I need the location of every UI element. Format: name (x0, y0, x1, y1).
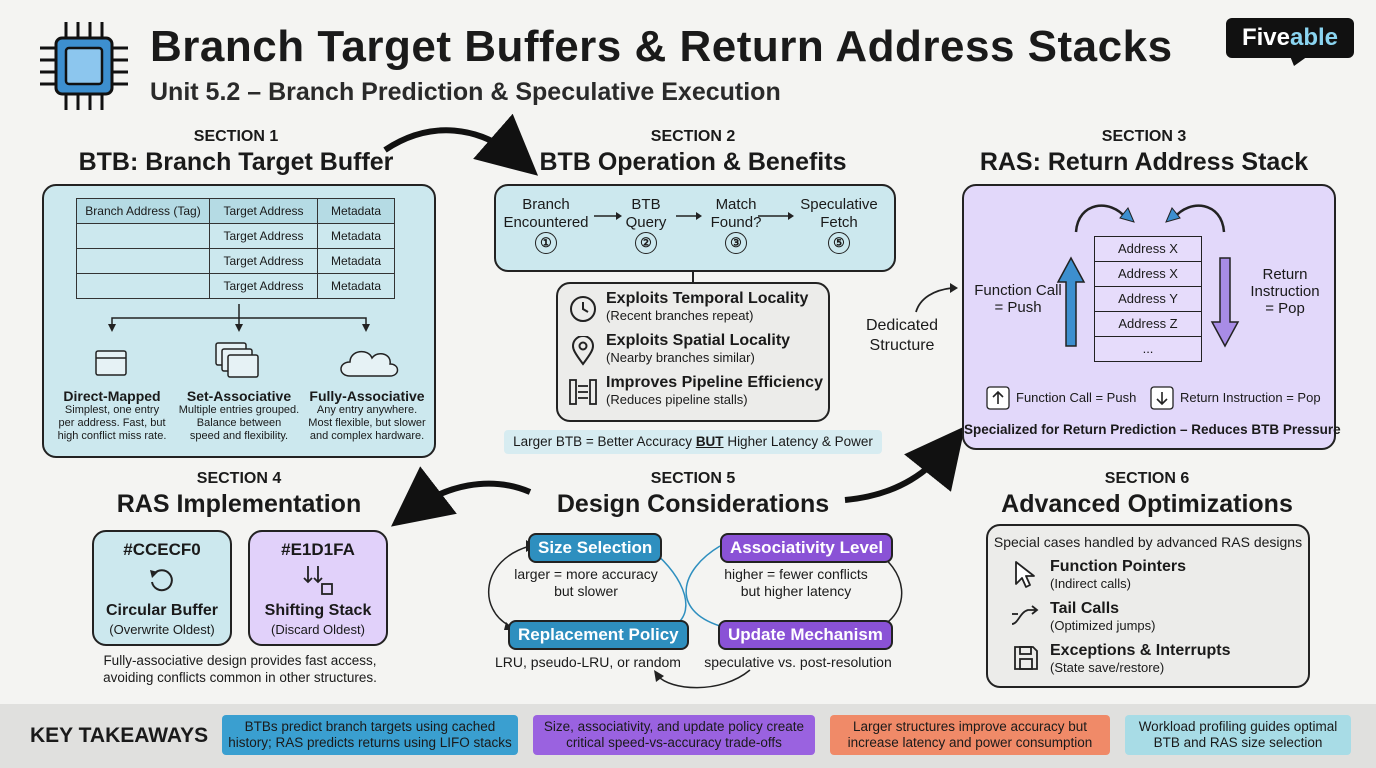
shifting-stack-card: #E1D1FA Shifting Stack (Discard Oldest) (248, 530, 388, 646)
circular-arrows-icon (150, 569, 173, 592)
btb-panel: Branch Address (Tag) Target Address Meta… (42, 184, 436, 458)
update-mechanism-desc: speculative vs. post-resolution (704, 654, 892, 670)
opt-function-pointers: Function Pointers (Indirect calls) (1050, 558, 1186, 591)
clock-icon (570, 296, 596, 322)
dedicated-arrow (915, 283, 958, 313)
pop-legend-icon (1150, 386, 1174, 410)
associativity-level-tag: Associativity Level (720, 533, 894, 563)
benefits-panel: Exploits Temporal Locality (Recent branc… (556, 282, 830, 422)
stack-entry: Address X (1094, 262, 1202, 287)
pipeline-icon (569, 379, 597, 405)
shift-stack-icon (303, 566, 333, 595)
logo-tail-icon (1290, 56, 1308, 66)
flow-arrows-small (594, 212, 794, 220)
location-pin-icon (571, 336, 595, 366)
section3-title: RAS: Return Address Stack (979, 148, 1309, 176)
section2-title: BTB Operation & Benefits (539, 148, 847, 176)
section5-label: SECTION 5 (650, 470, 736, 487)
circular-buffer-card: #CCECF0 Circular Buffer (Overwrite Oldes… (92, 530, 232, 646)
opt-exceptions: Exceptions & Interrupts (State save/rest… (1050, 642, 1231, 675)
section1-title: BTB: Branch Target Buffer (78, 148, 394, 176)
benefit-temporal: Exploits Temporal Locality (Recent branc… (606, 290, 809, 323)
pop-arrow-icon (1210, 257, 1240, 348)
btb-table-header: Branch Address (Tag) Target Address Meta… (76, 198, 395, 224)
stack-entry: Address X (1094, 237, 1202, 262)
optimizations-intro: Special cases handled by advanced RAS de… (993, 534, 1303, 550)
page-title: Branch Target Buffers & Return Address S… (150, 22, 1173, 71)
btb-branch-connectors (108, 304, 370, 332)
section5-title: Design Considerations (556, 490, 830, 518)
type-fully-associative: Fully-Associative Any entry anywhere. Mo… (308, 388, 426, 442)
stack-cycle-arrows (1074, 204, 1226, 233)
ras-stack: Address X Address X Address Y Address Z … (1094, 236, 1202, 362)
ras-implementation-note: Fully-associative design provides fast a… (103, 653, 377, 685)
section6-title: Advanced Optimizations (1001, 490, 1293, 518)
flow-connector-line (692, 270, 694, 282)
tail-call-icon (1011, 605, 1039, 625)
section2-label: SECTION 2 (650, 128, 736, 145)
replacement-policy-tag: Replacement Policy (508, 620, 689, 650)
section6-label: SECTION 6 (1104, 470, 1190, 487)
takeaway-2: Size, associativity, and update policy c… (533, 715, 815, 755)
optimizations-panel: Special cases handled by advanced RAS de… (986, 524, 1310, 688)
type-direct-mapped: Direct-Mapped Simplest, one entry per ad… (57, 388, 167, 442)
ras-footer: Specialized for Return Prediction – Redu… (964, 422, 1341, 437)
benefit-pipeline: Improves Pipeline Efficiency (Reduces pi… (606, 374, 823, 407)
btb-table: Branch Address (Tag) Target Address Meta… (76, 198, 395, 299)
push-legend-label: Function Call = Push (1016, 390, 1137, 405)
ras-panel: Address X Address X Address Y Address Z … (962, 184, 1341, 450)
stack-entry: Address Y (1094, 287, 1202, 312)
cloud-icon (340, 350, 399, 377)
push-arrow-icon (1056, 256, 1086, 347)
cpu-chip-icon (40, 22, 128, 110)
section4-title: RAS Implementation (116, 490, 362, 518)
opt-tail-calls: Tail Calls (Optimized jumps) (1050, 600, 1156, 633)
takeaways-label: KEY TAKEAWAYS (30, 724, 209, 747)
replacement-policy-desc: LRU, pseudo-LRU, or random (495, 654, 681, 670)
pop-legend-label: Return Instruction = Pop (1180, 390, 1321, 405)
benefit-spatial: Exploits Spatial Locality (Nearby branch… (606, 332, 791, 365)
set-associative-icon (215, 342, 259, 378)
takeaway-1: BTBs predict branch targets using cached… (222, 715, 518, 755)
type-set-associative: Set-Associative Multiple entries grouped… (178, 388, 300, 442)
size-selection-tag: Size Selection (528, 533, 663, 563)
btb-size-note: Larger BTB = Better Accuracy BUT Higher … (504, 430, 882, 454)
function-call-push-label: Function Call= Push (974, 282, 1062, 316)
push-legend-icon (986, 386, 1010, 410)
page-subtitle: Unit 5.2 – Branch Prediction & Speculati… (150, 78, 781, 106)
stack-entry: ... (1094, 337, 1202, 362)
section4-label: SECTION 4 (196, 470, 282, 487)
direct-mapped-icon (95, 350, 127, 376)
cursor-pointer-icon (1015, 561, 1035, 588)
stack-entry: Address Z (1094, 312, 1202, 337)
section1-label: SECTION 1 (193, 128, 279, 145)
save-disk-icon (1014, 646, 1038, 670)
section3-label: SECTION 3 (1101, 128, 1187, 145)
update-mechanism-tag: Update Mechanism (718, 620, 893, 650)
